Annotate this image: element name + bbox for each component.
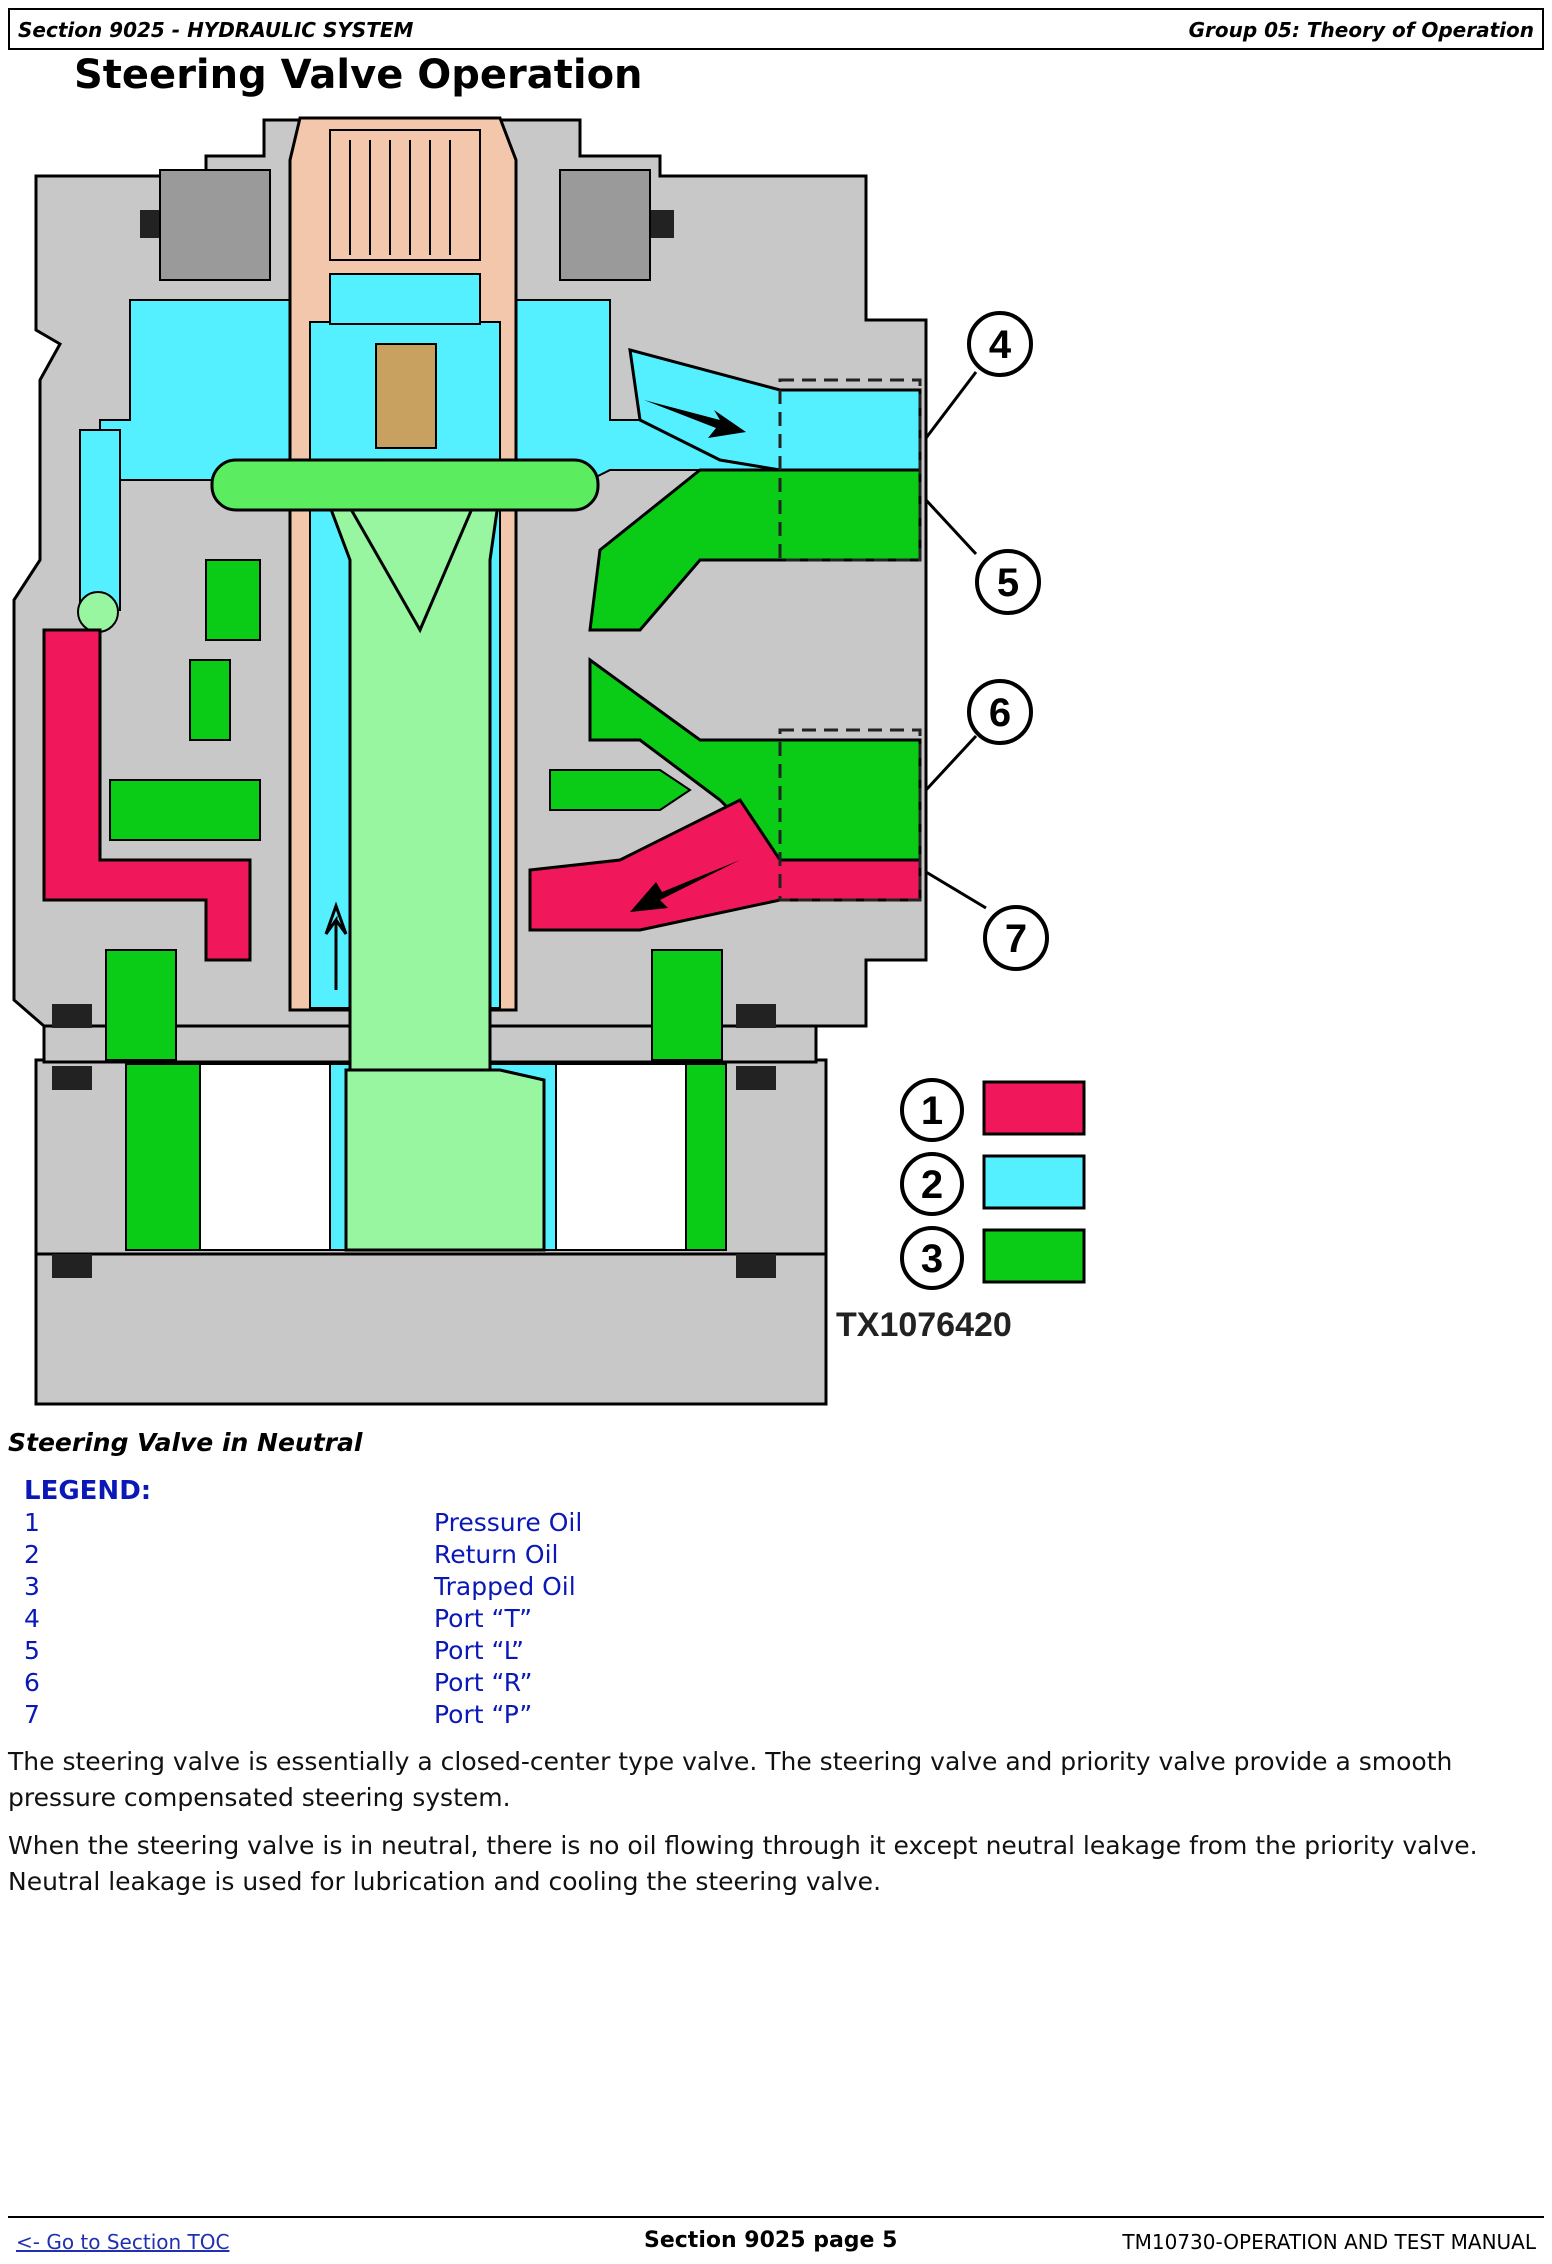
green-right-arrow <box>549 769 692 811</box>
key-3-label: 3 <box>921 1237 943 1281</box>
paragraph-2: When the steering valve is in neutral, t… <box>8 1831 1478 1896</box>
leader-7 <box>925 870 987 910</box>
manual-title: TM10730-OPERATION AND TEST MANUAL <box>1122 2230 1536 2254</box>
bolt-3 <box>52 1066 92 1090</box>
key-2-label: 2 <box>921 1163 943 1207</box>
figure-caption: Steering Valve in Neutral <box>8 1428 363 1457</box>
up-flow-arrow <box>324 901 348 990</box>
bolt-6 <box>736 1254 776 1278</box>
bolt-5 <box>52 1254 92 1278</box>
seal-gland-left <box>159 169 271 281</box>
callout-6-label: 6 <box>989 691 1011 735</box>
spool-splines <box>329 129 481 261</box>
callout-4-label: 4 <box>989 323 1012 367</box>
paragraph-1: The steering valve is essentially a clos… <box>8 1747 1453 1812</box>
spool-cap <box>329 273 481 325</box>
green-bottom-right <box>651 949 723 1061</box>
drive-shaft-lower <box>344 1068 546 1252</box>
section-title: Section 9025 - HYDRAULIC SYSTEM <box>18 18 414 42</box>
seal-gland-right <box>559 169 651 281</box>
key-1-circle <box>900 1078 964 1142</box>
group-title: Group 05: Theory of Operation <box>1188 18 1534 42</box>
key-1-swatch <box>982 1080 1086 1136</box>
drive-shaft-head-mark <box>338 489 482 634</box>
leader-6 <box>924 734 978 792</box>
green-passage-port-l <box>588 468 922 632</box>
callout-4-circle <box>967 311 1033 377</box>
right-green-channel <box>685 1063 727 1251</box>
key-2-swatch <box>982 1154 1086 1210</box>
page-number: Section 9025 page 5 <box>644 2228 898 2253</box>
green-left-low <box>109 779 261 841</box>
bolt-2 <box>736 1004 776 1028</box>
port-dash-lower <box>778 728 922 902</box>
bolt-1 <box>52 1004 92 1028</box>
leader-4 <box>924 371 978 439</box>
return-port-ball <box>77 591 119 633</box>
gerotor-right-cavity <box>555 1063 687 1251</box>
steering-valve-diagram: 4 5 6 7 1 2 3 TX1076420 <box>12 116 1086 1406</box>
legend-title: LEGEND: <box>24 1476 152 1506</box>
page-header: Section 9025 - HYDRAULIC SYSTEM Group 05… <box>8 8 1544 50</box>
lower-housing <box>34 1252 828 1406</box>
gerotor-left-cavity <box>199 1063 331 1251</box>
key-3-swatch <box>982 1228 1086 1284</box>
key-2-circle <box>900 1152 964 1216</box>
page-footer: <- Go to Section TOC Section 9025 page 5… <box>8 2216 1544 2256</box>
centering-spring <box>375 343 437 449</box>
return-flow-arrow <box>644 400 746 438</box>
cross-pin <box>210 458 600 512</box>
green-left-lands <box>189 559 261 741</box>
spline-lines <box>349 140 451 255</box>
return-left-passage <box>79 429 121 611</box>
key-1-label: 1 <box>921 1089 943 1133</box>
key-3-circle <box>900 1226 964 1290</box>
port-dash-upper <box>778 378 922 562</box>
callout-7-label: 7 <box>1005 917 1027 961</box>
callout-7-circle <box>983 905 1049 971</box>
green-bottom-left <box>105 949 177 1061</box>
page-title: Steering Valve Operation <box>74 52 643 98</box>
figure-id: TX1076420 <box>836 1306 1012 1344</box>
red-passage-left <box>42 628 252 962</box>
pressure-flow-arrow <box>630 860 740 912</box>
leader-5 <box>924 498 978 556</box>
section-toc-link[interactable]: <- Go to Section TOC <box>16 2230 230 2254</box>
callout-5-label: 5 <box>997 561 1019 605</box>
bolt-4 <box>736 1066 776 1090</box>
callout-5-circle <box>975 549 1041 615</box>
callout-6-circle <box>967 679 1033 745</box>
cyan-passage-port-t <box>628 347 922 472</box>
left-green-channel <box>125 1063 201 1251</box>
